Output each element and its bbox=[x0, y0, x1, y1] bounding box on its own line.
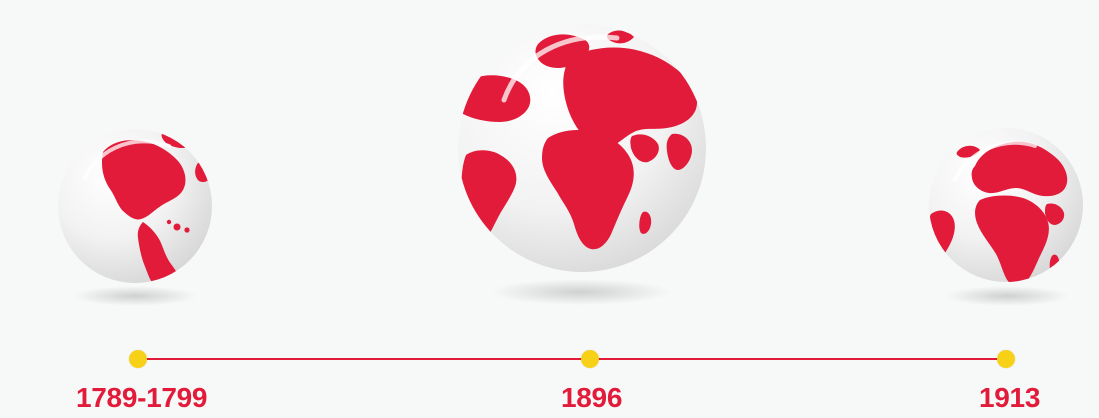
globe-icon bbox=[917, 122, 1097, 312]
globe-icon bbox=[45, 118, 225, 308]
globe-icon bbox=[446, 10, 716, 310]
